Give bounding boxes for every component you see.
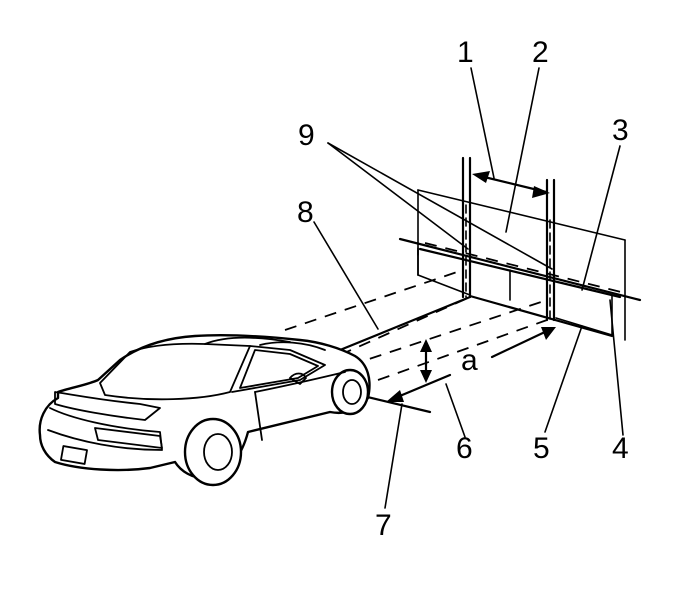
callout-4: 4 (612, 432, 629, 465)
callout-a: a (461, 344, 478, 377)
callout-3: 3 (612, 114, 629, 147)
aiming-screen (417, 189, 626, 341)
lamp-spacing-arrow (472, 171, 550, 198)
distance-a-arrow (386, 327, 556, 402)
height-arrow (420, 339, 432, 383)
callout-1: 1 (457, 36, 474, 69)
callout-7: 7 (375, 509, 392, 542)
beam-projection-lines (284, 269, 548, 381)
leader-lines (313, 67, 624, 509)
vertical-centerline-right (545, 178, 556, 322)
vehicle-illustration (38, 334, 371, 487)
callout-5: 5 (533, 432, 550, 465)
vertical-centerline-left (461, 156, 472, 299)
callout-9: 9 (298, 119, 315, 152)
callout-2: 2 (532, 36, 549, 69)
horizontal-reference-line (398, 237, 642, 302)
callout-8: 8 (297, 196, 314, 229)
callout-6: 6 (456, 432, 473, 465)
floor-line (468, 294, 614, 338)
